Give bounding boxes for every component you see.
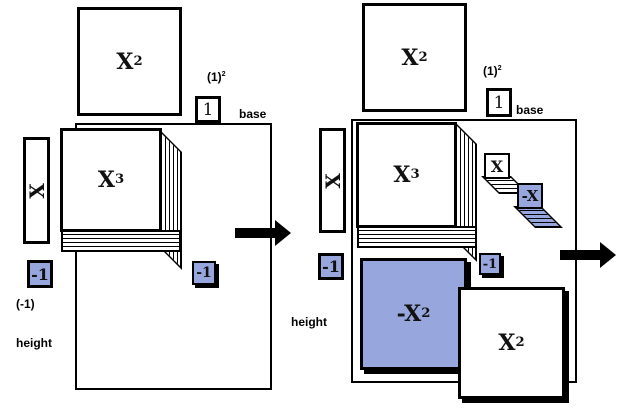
one-squared-label: (1)2 bbox=[483, 64, 502, 78]
one-squared-exp: 2 bbox=[497, 62, 502, 72]
x3-cube-bottom bbox=[357, 226, 477, 248]
x2-bottom-base: X bbox=[498, 330, 516, 356]
base-label: base bbox=[516, 103, 544, 117]
one-tile: 1 bbox=[486, 88, 512, 117]
base-label: base bbox=[239, 107, 267, 121]
x2-base: X bbox=[116, 48, 134, 75]
one-tile: 1 bbox=[195, 96, 221, 123]
neg-one-tile: -1 bbox=[27, 260, 53, 288]
neg-x-cube: -X bbox=[517, 183, 543, 209]
height-label: height bbox=[291, 315, 327, 329]
height-label: height bbox=[16, 336, 52, 350]
x-tile-label: X bbox=[320, 172, 345, 189]
x-tile: X bbox=[319, 128, 346, 233]
one-squared-label: (1)2 bbox=[207, 70, 226, 84]
x2-base: X bbox=[401, 44, 419, 71]
neg-one-label: (-1) bbox=[16, 297, 35, 311]
x3-base: X bbox=[97, 167, 115, 193]
x3-base: X bbox=[393, 162, 411, 188]
one-squared-base: (1) bbox=[207, 70, 222, 84]
neg-one-tile: -1 bbox=[318, 253, 344, 280]
x3-cube-bottom bbox=[61, 230, 181, 252]
product-frame bbox=[75, 123, 272, 390]
one-squared-exp: 2 bbox=[221, 68, 226, 78]
neg-x2-base: -X bbox=[396, 301, 422, 327]
x-tile-label: X bbox=[24, 182, 49, 199]
neg-one-cube: -1 bbox=[192, 261, 216, 285]
neg-one-cube: -1 bbox=[479, 253, 501, 275]
x-cube: X bbox=[484, 153, 510, 179]
x-tile: X bbox=[23, 137, 50, 244]
one-squared-base: (1) bbox=[483, 64, 498, 78]
